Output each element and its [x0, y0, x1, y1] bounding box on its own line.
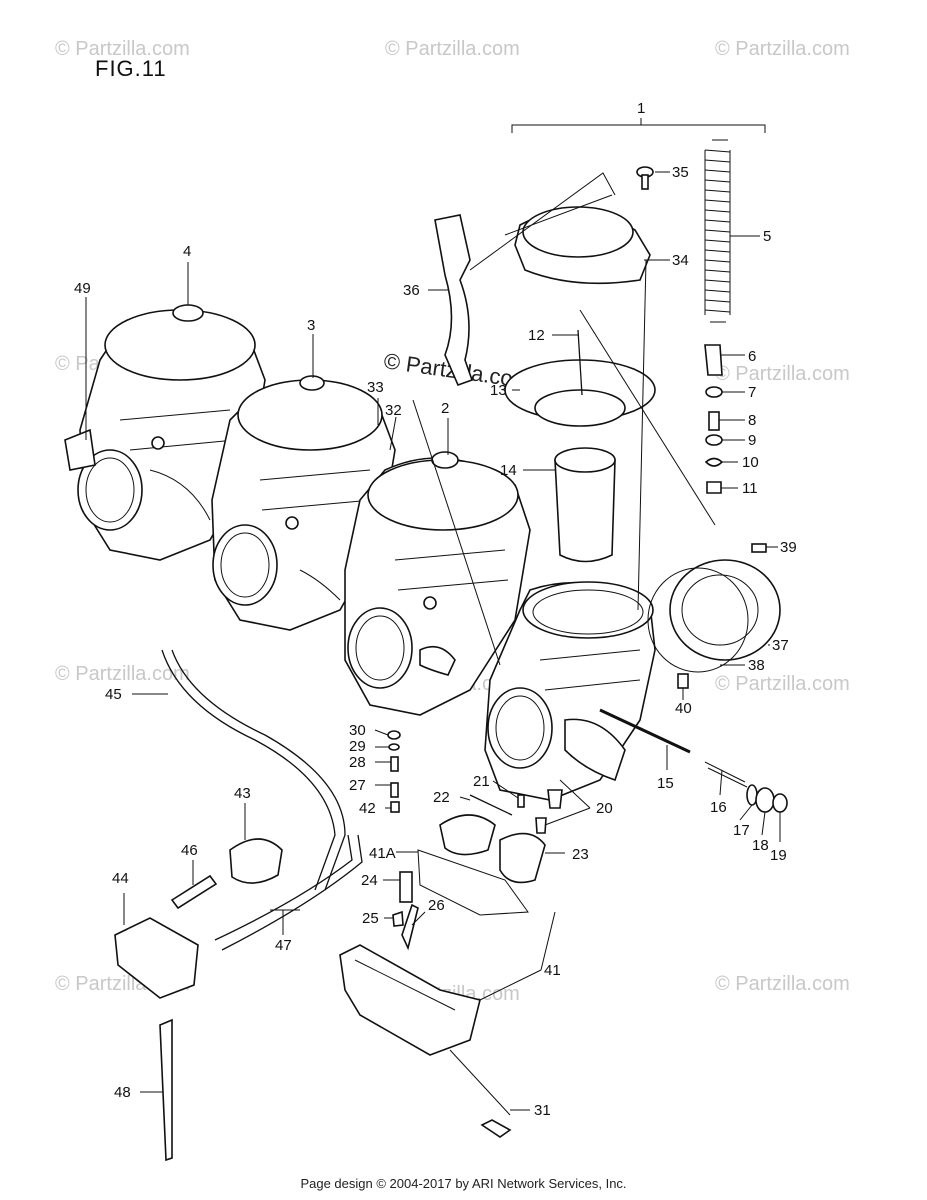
callout-44: 44: [112, 870, 129, 887]
callout-24: 24: [361, 872, 378, 889]
callout-39: 39: [780, 539, 797, 556]
leader-lines: [469, 172, 616, 271]
callout-45: 45: [105, 686, 122, 703]
shaft-15: [599, 708, 691, 754]
watermark: © Partzilla.com: [715, 973, 850, 995]
spring-16: [704, 761, 748, 788]
callout-14: 14: [500, 462, 517, 479]
figure-title: FIG.11: [95, 56, 167, 81]
o-ring-38: [647, 567, 749, 673]
callout-23: 23: [572, 846, 589, 863]
small-parts-27-30-42: [387, 730, 401, 813]
callout-labels: 1 2 3 4 5 6 7 8 9 10 11 12 13 14 15 16 1…: [74, 100, 797, 1119]
callout-34: 34: [672, 252, 689, 269]
callout-36: 36: [403, 282, 420, 299]
callout-8: 8: [748, 412, 756, 429]
callout-3: 3: [307, 317, 315, 334]
valve-20-21: [517, 789, 563, 834]
callout-15: 15: [657, 775, 674, 792]
screw-39: [751, 543, 767, 553]
spring-5: [704, 139, 731, 323]
callout-26: 26: [428, 897, 445, 914]
callout-17: 17: [733, 822, 750, 839]
parts-17-19: [746, 784, 788, 813]
callout-13: 13: [490, 382, 507, 399]
jet-needle-12: [577, 329, 583, 396]
callout-4: 4: [183, 243, 191, 260]
callout-2: 2: [441, 400, 449, 417]
cable-tie-48: [159, 1018, 173, 1162]
callout-1: 1: [637, 100, 645, 117]
callout-18: 18: [752, 837, 769, 854]
callout-22: 22: [433, 789, 450, 806]
callout-30: 30: [349, 722, 366, 739]
callout-6: 6: [748, 348, 756, 365]
callout-33: 33: [367, 379, 384, 396]
hose-36: [434, 214, 474, 387]
footer-copyright: Page design © 2004-2017 by ARI Network S…: [300, 1176, 627, 1191]
callout-16: 16: [710, 799, 727, 816]
callout-28: 28: [349, 754, 366, 771]
air-funnel-37: [669, 559, 781, 661]
callout-49: 49: [74, 280, 91, 297]
callout-47: 47: [275, 937, 292, 954]
float-22-23: [439, 794, 546, 884]
valve-44: [114, 917, 199, 999]
callout-32: 32: [385, 402, 402, 419]
watermark: © Partzilla.com: [715, 363, 850, 385]
leader-lines: [85, 118, 781, 1116]
small-parts-6-11: [704, 344, 724, 494]
filter-43: [229, 838, 283, 884]
callout-20: 20: [596, 800, 613, 817]
callout-9: 9: [748, 432, 756, 449]
callout-21: 21: [473, 773, 490, 790]
screw-40: [677, 673, 689, 689]
gasket-41a: [417, 849, 529, 916]
watermark: © Partzilla.com: [385, 38, 520, 60]
diaphragm-13: [504, 359, 656, 427]
callout-19: 19: [770, 847, 787, 864]
callout-12: 12: [528, 327, 545, 344]
callout-31: 31: [534, 1102, 551, 1119]
callout-7: 7: [748, 384, 756, 401]
float-chamber-41: [339, 944, 481, 1056]
callout-38: 38: [748, 657, 765, 674]
carb-top-cap-34: [514, 206, 651, 285]
callout-35: 35: [672, 164, 689, 181]
callout-46: 46: [181, 842, 198, 859]
watermark: © Partzilla.com: [55, 663, 190, 685]
callout-27: 27: [349, 777, 366, 794]
callout-5: 5: [763, 228, 771, 245]
piston-14: [554, 447, 616, 563]
callout-41a: 41A: [369, 845, 396, 862]
callout-41: 41: [544, 962, 561, 979]
callout-25: 25: [362, 910, 379, 927]
leader-lines: [504, 194, 613, 236]
screw-31: [480, 1119, 512, 1138]
carburetor-1: [484, 581, 656, 801]
pipe-46: [170, 874, 218, 910]
callout-40: 40: [675, 700, 692, 717]
callout-11: 11: [742, 480, 758, 497]
callout-10: 10: [742, 454, 759, 471]
jets-24-26: [392, 871, 419, 951]
leader-lines: [579, 309, 716, 526]
callout-43: 43: [234, 785, 251, 802]
callout-48: 48: [114, 1084, 131, 1101]
watermark: © Partzilla.com: [715, 673, 850, 695]
callout-42: 42: [359, 800, 376, 817]
watermark: © Partzilla.com: [55, 38, 190, 60]
callout-37: 37: [772, 637, 789, 654]
hose-45: [161, 649, 346, 891]
watermark: © Partzilla.com: [715, 38, 850, 60]
callout-29: 29: [349, 738, 366, 755]
screw-35: [636, 166, 654, 190]
carburetor-2: [344, 451, 531, 716]
hose-47: [214, 834, 363, 951]
